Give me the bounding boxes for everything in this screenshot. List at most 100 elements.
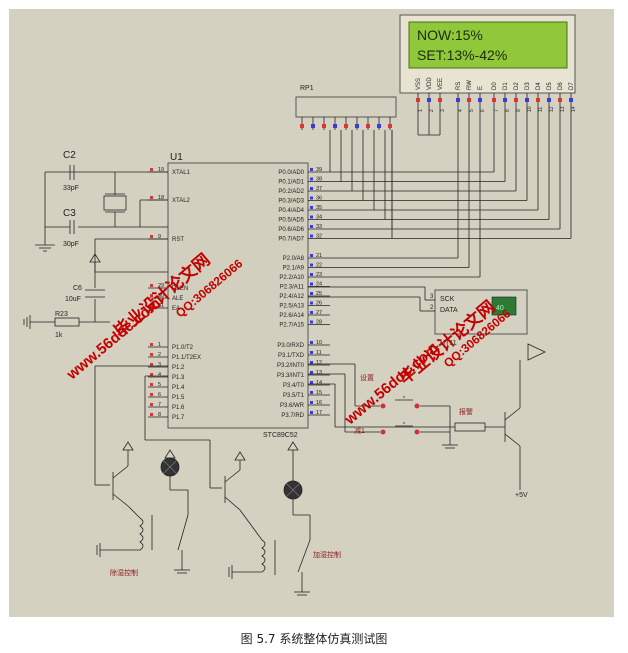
mcu-pin-name: P2.3/A11 xyxy=(280,285,305,291)
mcu-pin-name: P0.5/AD5 xyxy=(278,218,304,224)
mcu-pin-number: 19 xyxy=(158,167,164,173)
mcu-pin-name: P1.1/T2EX xyxy=(172,355,201,361)
lcd-pin-label: D4 xyxy=(536,82,542,90)
lcd-pin-number: 1 xyxy=(418,109,424,112)
mcu-pin-name: PSEN xyxy=(172,286,188,292)
mcu-pin-name: P3.7/RD xyxy=(281,413,304,419)
mcu-pin-number: 16 xyxy=(316,400,322,406)
mcu-pin-name: XTAL1 xyxy=(172,170,191,176)
mcu-pin-name: P1.4 xyxy=(172,385,185,391)
mcu-pin-number: 9 xyxy=(158,234,161,240)
lcd-pin-label: RW xyxy=(467,80,473,90)
lcd-pin-label: E xyxy=(478,86,484,90)
mcu-pin-name: P2.7/A15 xyxy=(279,323,304,329)
mcu-pin-number: 21 xyxy=(316,253,322,259)
lcd-pin-number: 3 xyxy=(440,109,446,112)
mcu-pin-number: 33 xyxy=(316,224,322,230)
r23-value: 1k xyxy=(55,332,63,339)
mcu-pin-number: 18 xyxy=(158,195,164,201)
mcu-pin-name: P3.6/WR xyxy=(280,403,305,409)
mcu-pin-number: 13 xyxy=(316,370,322,376)
sensor-pin-sck: SCK xyxy=(440,296,455,303)
mcu-label: U1 xyxy=(170,152,183,163)
rp1-label: RP1 xyxy=(300,85,314,92)
mcu-pin-number: 37 xyxy=(316,186,322,192)
mcu-pin-name: P0.3/AD3 xyxy=(278,199,304,205)
mcu-part: STC89C52 xyxy=(263,432,298,439)
sensor-pin3: 3 xyxy=(430,294,434,300)
mcu-pin-number: 25 xyxy=(316,291,322,297)
mcu-pin-name: P1.6 xyxy=(172,405,185,411)
mcu-pin-number: 12 xyxy=(316,360,322,366)
mcu-pin-name: P1.7 xyxy=(172,415,185,421)
lcd-pin-label: D5 xyxy=(547,82,553,90)
mcu-pin-name: P0.7/AD7 xyxy=(278,237,304,243)
mcu-pin-number: 5 xyxy=(158,382,161,388)
button-minus-label: 减1 xyxy=(354,426,365,435)
lcd-pin-label: VDD xyxy=(427,77,433,90)
mcu-pin-name: P0.6/AD6 xyxy=(278,227,304,233)
buzzer-label: 报警 xyxy=(459,407,473,416)
mcu-pin-number: 15 xyxy=(316,390,322,396)
sensor-pin2: 2 xyxy=(430,305,434,311)
mcu-pin-name: P3.4/T0 xyxy=(283,383,305,389)
relay-circuits xyxy=(94,365,311,596)
mcu-pin-name: P1.2 xyxy=(172,365,185,371)
mcu-pin-number: 7 xyxy=(158,402,161,408)
svg-text:40: 40 xyxy=(496,305,504,312)
lcd-pin-number: 14 xyxy=(571,106,577,112)
mcu-pin-name: P0.1/AD1 xyxy=(278,180,304,186)
lcd-pin-number: 4 xyxy=(458,109,464,112)
lcd-pin-number: 2 xyxy=(429,109,435,112)
mcu-pin-name: XTAL2 xyxy=(172,198,191,204)
lcd-pin-label: D1 xyxy=(503,82,509,90)
mcu-pin-name: P3.1/TXD xyxy=(278,353,305,359)
sensor-ref: HT11 xyxy=(440,340,457,347)
mcu-pin-number: 2 xyxy=(158,352,161,358)
c2-value: 33pF xyxy=(63,185,79,192)
c3-value: 30pF xyxy=(63,241,79,248)
lcd-pin-number: 5 xyxy=(469,109,475,112)
c3-ref: C3 xyxy=(63,208,76,219)
mcu-pin-name: P2.1/A9 xyxy=(283,266,305,272)
mcu-pin-number: 35 xyxy=(316,205,322,211)
mcu-pin-number: 17 xyxy=(316,410,322,416)
mcu-pin-number: 23 xyxy=(316,272,322,278)
lcd-pin-number: 7 xyxy=(494,109,500,112)
mcu-pin-number: 36 xyxy=(316,196,322,202)
mcu-pin-name: P0.2/AD2 xyxy=(278,189,304,195)
buzzer-circuit xyxy=(308,343,546,490)
lcd-pin-number: 6 xyxy=(480,109,486,112)
c6-ref: C6 xyxy=(73,285,82,292)
mcu-pin-number: 27 xyxy=(316,310,322,316)
lcd-pin-number: 11 xyxy=(538,107,544,112)
lcd-pin-label: VSS xyxy=(416,78,422,90)
mcu-pin-number: 34 xyxy=(316,215,322,221)
mcu-pin-number: 29 xyxy=(158,283,164,289)
r23-ref: R23 xyxy=(55,311,68,318)
bus-wires xyxy=(329,105,572,278)
mcu-pin-name: P2.0/A8 xyxy=(283,256,305,262)
lcd-pin-label: D7 xyxy=(569,82,575,90)
mcu-pin-number: 30 xyxy=(158,293,164,299)
vcc-label: +5V xyxy=(515,492,528,499)
button-set xyxy=(308,363,458,449)
relay1-label: 除湿控制 xyxy=(110,568,138,577)
lcd-pin-label: D3 xyxy=(525,82,531,90)
lcd-pin-number: 13 xyxy=(560,106,566,112)
lcd-pin-label: D0 xyxy=(492,82,498,90)
mcu-pin-number: 22 xyxy=(316,263,322,269)
mcu-pin-number: 32 xyxy=(316,234,322,240)
mcu-pin-number: 6 xyxy=(158,392,161,398)
mcu-pin-name: P0.4/AD4 xyxy=(278,208,304,214)
c2-ref: C2 xyxy=(63,150,76,161)
mcu-pin-number: 26 xyxy=(316,301,322,307)
humidity-sensor: 40 SCK DATA 3 2 HT11 xyxy=(308,286,528,347)
mcu-pin-number: 3 xyxy=(158,362,161,368)
c6-value: 10uF xyxy=(65,296,81,303)
